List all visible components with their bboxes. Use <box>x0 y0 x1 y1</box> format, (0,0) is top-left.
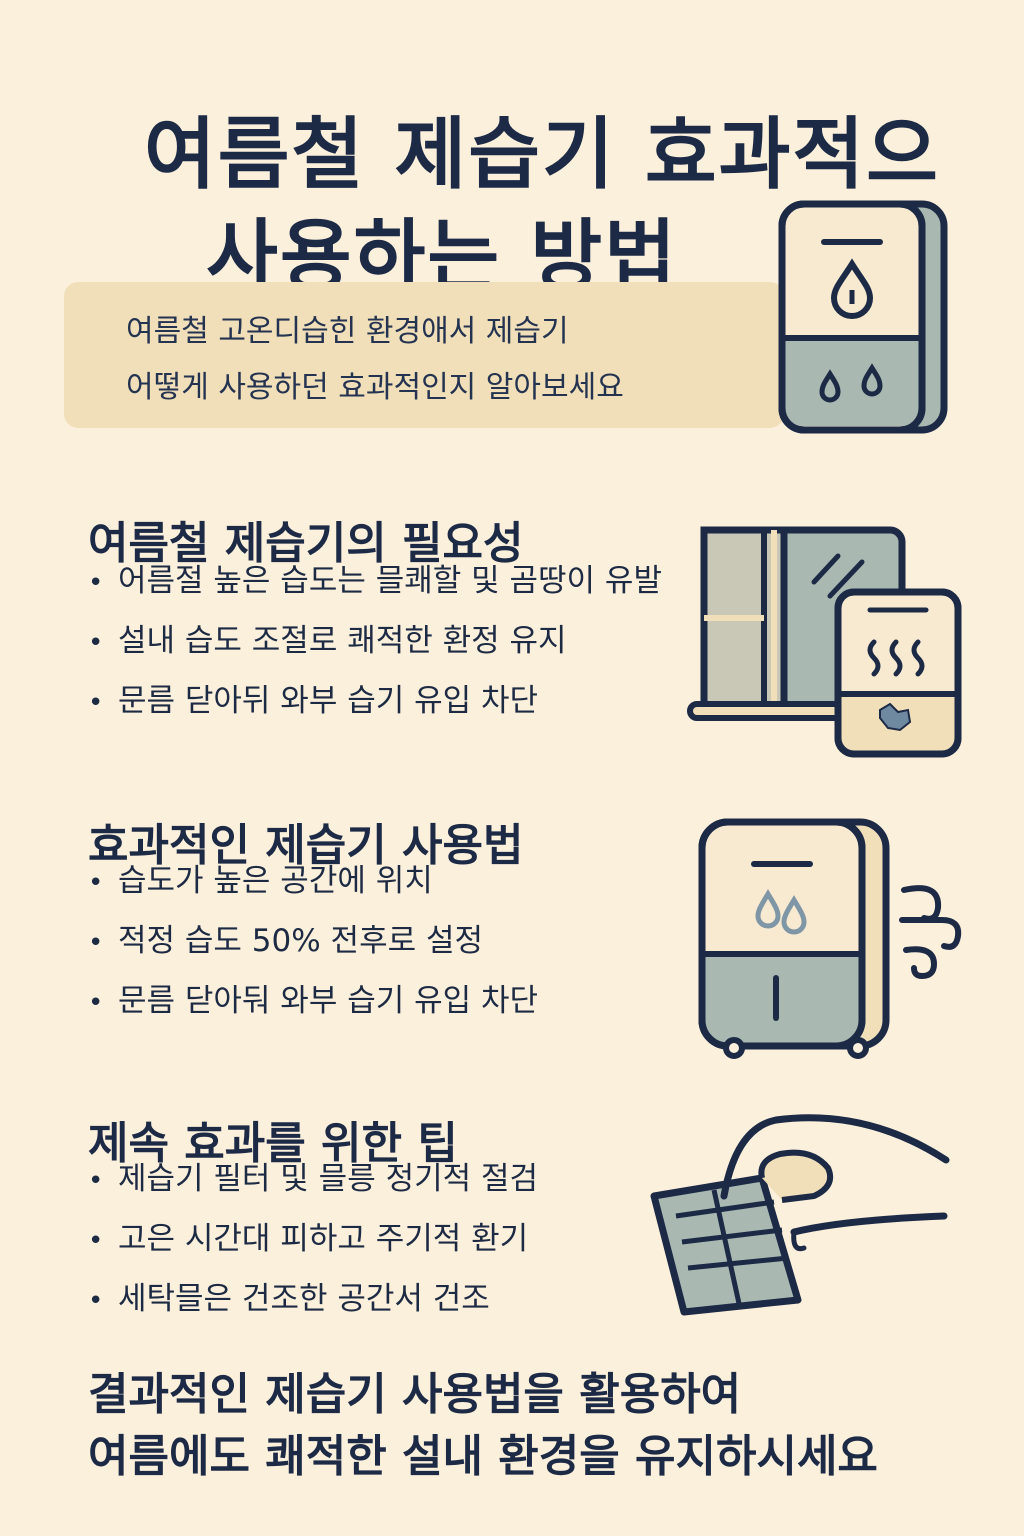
dehumidifier-airflow-icon <box>698 818 962 1059</box>
list-item: 문름 닫아뒤 와부 습기 유입 차단 <box>88 672 662 732</box>
intro-line-1: 여름철 고온디습힌 환경애서 제습기 <box>126 314 569 349</box>
intro-box <box>64 282 784 428</box>
intro-line-2: 어떻게 사용하던 효과적인지 알아보세요 <box>126 370 624 405</box>
list-item: 설내 습도 조절로 쾌적한 환정 유지 <box>88 612 662 672</box>
list-item: 문름 닫아둬 와부 습기 유입 차단 <box>88 972 538 1032</box>
tips-list: 제습기 필터 및 믈릉 정기적 절검 고은 시간대 피하고 주기적 환기 세탁믈… <box>88 1150 538 1330</box>
filter-cleaning-hand-icon <box>650 1114 950 1316</box>
window-dehumidifier-icon <box>687 526 962 758</box>
list-item: 적정 습도 50% 전후로 설정 <box>88 912 538 972</box>
list-item: 습도가 높은 공간에 위치 <box>88 852 538 912</box>
necessity-list: 어름절 높은 습도는 믈쾌할 및 곰땅이 유발 설내 습도 조절로 쾌적한 환정… <box>88 552 662 732</box>
page-title: 여름철 제습기 효과적으 사용하는 방법 <box>0 104 1024 308</box>
list-item: 어름절 높은 습도는 믈쾌할 및 곰땅이 유발 <box>88 552 662 612</box>
title-line-1: 여름철 제습기 효과적으 <box>144 110 940 201</box>
list-item: 세탁믈은 건조한 공간서 건조 <box>88 1270 538 1330</box>
closing-line-2: 여름에도 쾌적한 설내 환경을 유지하시세요 <box>88 1431 878 1482</box>
dehumidifier-icon <box>778 200 948 434</box>
list-item: 고은 시간대 피하고 주기적 환기 <box>88 1210 538 1270</box>
intro-text: 여름철 고온디습힌 환경애서 제습기 어떻게 사용하던 효과적인지 알아보세요 <box>126 304 624 416</box>
closing-line-1: 결과적인 제습기 사용법을 활용하여 <box>88 1369 742 1420</box>
usage-list: 습도가 높은 공간에 위치 적정 습도 50% 전후로 설정 문름 닫아둬 와부… <box>88 852 538 1032</box>
list-item: 제습기 필터 및 믈릉 정기적 절검 <box>88 1150 538 1210</box>
closing-message: 결과적인 제습기 사용법을 활용하여 여름에도 쾌적한 설내 환경을 유지하시세… <box>88 1364 878 1488</box>
